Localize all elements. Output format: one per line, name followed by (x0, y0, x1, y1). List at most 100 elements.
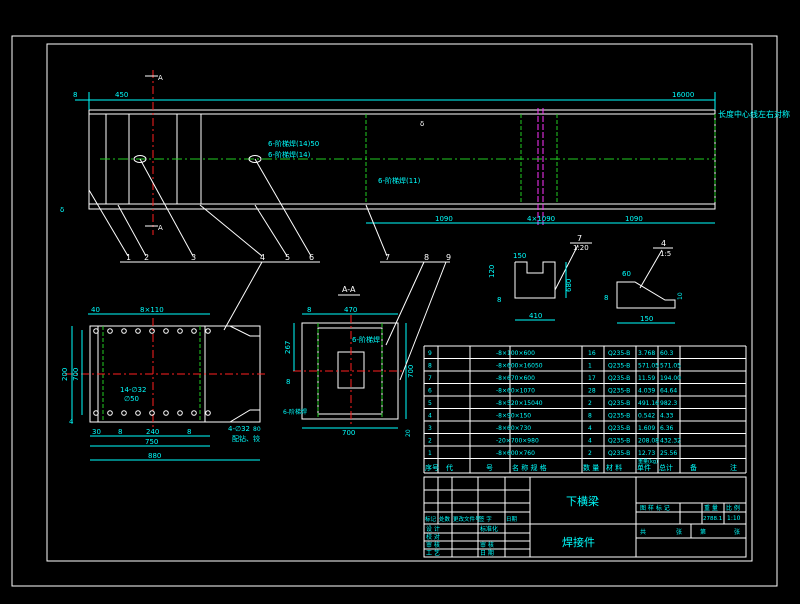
hole-row-top (93, 328, 211, 334)
leader-line (88, 189, 129, 257)
bom-cell: 208.08 (638, 438, 659, 445)
bolt-hole (107, 328, 113, 334)
sheet-total: 共 (640, 528, 646, 536)
bom-cell: -8×520×15040 (496, 400, 543, 407)
bom-cell: 2 (588, 450, 592, 457)
bom-cell: 3 (428, 425, 432, 432)
plan-note: 配钻、铰 (232, 434, 260, 443)
bom-cell: Q235-B (608, 350, 630, 357)
role-review: 审 核 (426, 541, 440, 549)
detail7-dim: 150 (513, 252, 526, 260)
std-label: 标准化 (480, 525, 498, 533)
plan-dim-b1: 30 (92, 428, 101, 436)
bom-cell: 4.039 (638, 388, 655, 395)
bom-cell: 6 (428, 388, 432, 395)
hole (133, 155, 147, 163)
bom-cell: 9 (428, 350, 432, 357)
section-dim-top: 8 (307, 306, 311, 314)
plan-dim-b2: 750 (145, 438, 158, 446)
date-label: 日 期 (480, 549, 494, 557)
rev-header: 签 字 (479, 515, 492, 523)
bolt-hole (177, 410, 183, 416)
plan-view: 40 8×110 200 700 4 30 8 240 8 750 880 14… (61, 261, 265, 461)
detail7-dim: 410 (529, 312, 542, 320)
bom-cell: 28 (588, 388, 596, 395)
plan-chamfer (215, 325, 260, 337)
rev-header: 标记 (425, 515, 437, 523)
plan-dim-b1: 8 (118, 428, 122, 436)
bom-cell: 11.59 (638, 375, 655, 382)
bolt-hole (93, 410, 99, 416)
dim-left-small: 8 (73, 91, 77, 99)
detail-4: 4 1:5 60 10 150 8 (604, 239, 684, 324)
plan-note: 80 (253, 426, 261, 433)
bom-cell: 4 (428, 413, 432, 420)
bolt-hole (163, 328, 169, 334)
bom-cell: 571.05 (638, 363, 659, 370)
plan-dim-left: 200 (61, 368, 69, 381)
dim-top-right: 16000 (672, 91, 694, 99)
bom-cell: 17 (588, 375, 596, 382)
section-leader (385, 261, 425, 346)
detail7-dim: 120 (488, 265, 496, 278)
section-weld-note: 6-阶梯焊 (352, 335, 380, 344)
weld-note: 6-阶梯焊(14)50 (268, 139, 319, 148)
bom-header: 备 (690, 463, 697, 472)
bom-cell: 1 (428, 450, 432, 457)
leader-line (139, 158, 194, 257)
bom-header: 名 称 规 格 (512, 463, 547, 472)
section-dim-right-small: 20 (405, 429, 412, 437)
bom-cell: Q235-B (608, 450, 630, 457)
scale-value: 1:10 (727, 515, 741, 522)
bom-cell: 1.609 (638, 425, 655, 432)
bom-cell: 8 (428, 363, 432, 370)
plan-leader (223, 261, 263, 331)
sheet-num: 第 (700, 528, 706, 536)
detail4-leader (639, 249, 663, 289)
bom-weight-header: 重量(kg) (638, 458, 658, 465)
plan-note: ∅50 (124, 395, 139, 403)
callout-4: 4 (260, 253, 265, 262)
bom-cell: Q235-B (608, 425, 630, 432)
stage-label: 图 样 标 记 (640, 504, 670, 512)
weld-note: 6-阶梯焊(11) (378, 176, 421, 185)
outer-frame (11, 35, 778, 587)
bom-cell: -8×90×150 (496, 413, 531, 420)
section-leader (399, 261, 447, 381)
bom-cell: Q235-B (608, 400, 630, 407)
callout-8: 8 (424, 253, 429, 262)
bom-cell: Q235-B (608, 438, 630, 445)
callout-row: 1 2 3 4 5 6 7 8 9 (120, 253, 451, 263)
bom-header: 注 (730, 463, 737, 472)
bolt-hole (121, 328, 127, 334)
bom-cell: 6.36 (660, 425, 674, 432)
sheet-total-unit: 张 (676, 528, 682, 536)
bolt-hole (135, 410, 141, 416)
weld-note-left: δ (60, 206, 64, 214)
bom-cell: 12.73 (638, 450, 655, 457)
bom-cell: 64.64 (660, 388, 677, 395)
detail4-outline (616, 281, 676, 309)
bom-cell: -8×670×600 (496, 375, 535, 382)
bom-cell: 5 (428, 400, 432, 407)
callout-5: 5 (285, 253, 290, 262)
bom-cell: 4.33 (660, 413, 674, 420)
bom-cell: 16 (588, 350, 596, 357)
detail4-scale: 1:5 (660, 250, 671, 258)
bolt-hole (135, 328, 141, 334)
note-right: 长度中心线左右对称 (718, 109, 790, 119)
section-dim-left-small: 8 (286, 378, 290, 386)
bolt-hole (177, 328, 183, 334)
bom-cell: 4 (588, 438, 592, 445)
part-name: 下横梁 (566, 494, 599, 508)
bolt-hole (205, 328, 211, 334)
rev-header: 更改文件号 (453, 515, 481, 523)
dim-top-left: 450 (115, 91, 128, 99)
part-type: 焊接件 (562, 535, 595, 549)
inner-frame (46, 43, 753, 562)
plan-note: 4-∅32 (228, 425, 250, 433)
main-view: A A 450 16000 8 长度中心线左右对称 6-阶梯焊(14)50 6-… (60, 70, 790, 257)
sheet-num-unit: 张 (734, 528, 740, 536)
